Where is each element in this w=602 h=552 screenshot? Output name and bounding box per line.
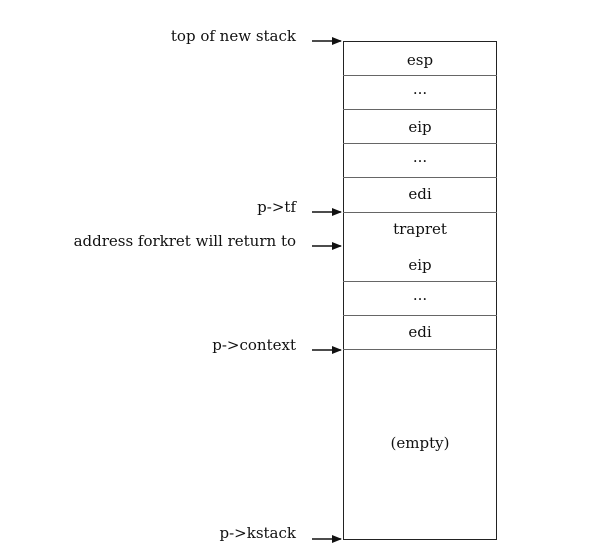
stack-cell-edi: edi xyxy=(408,185,432,203)
stack-divider xyxy=(343,177,497,178)
stack-divider xyxy=(343,143,497,144)
stack-divider xyxy=(343,315,497,316)
stack-divider xyxy=(343,212,497,213)
label-p-kstack: p->kstack xyxy=(219,524,297,542)
label-p-context: p->context xyxy=(212,336,296,354)
stack-cell-ellipsis: ... xyxy=(412,286,428,304)
stack-cell-eip: eip xyxy=(408,118,432,136)
stack-cell-empty: (empty) xyxy=(390,434,450,452)
label-forkret-return: address forkret will return to xyxy=(73,232,296,250)
stack-divider xyxy=(343,75,497,76)
stack-divider xyxy=(343,349,497,350)
stack-divider xyxy=(343,109,497,110)
label-top-of-new-stack: top of new stack xyxy=(170,27,296,45)
stack-cell-edi: edi xyxy=(408,323,432,341)
stack-cell-ellipsis: ... xyxy=(412,80,428,98)
stack-cell-esp: esp xyxy=(406,51,434,69)
stack-divider xyxy=(343,281,497,282)
stack-cell-trapret: trapret xyxy=(393,220,447,238)
label-p-tf: p->tf xyxy=(257,198,296,216)
stack-cell-ellipsis: ... xyxy=(412,148,428,166)
stack-cell-eip: eip xyxy=(408,256,432,274)
stack-frame xyxy=(343,41,497,540)
